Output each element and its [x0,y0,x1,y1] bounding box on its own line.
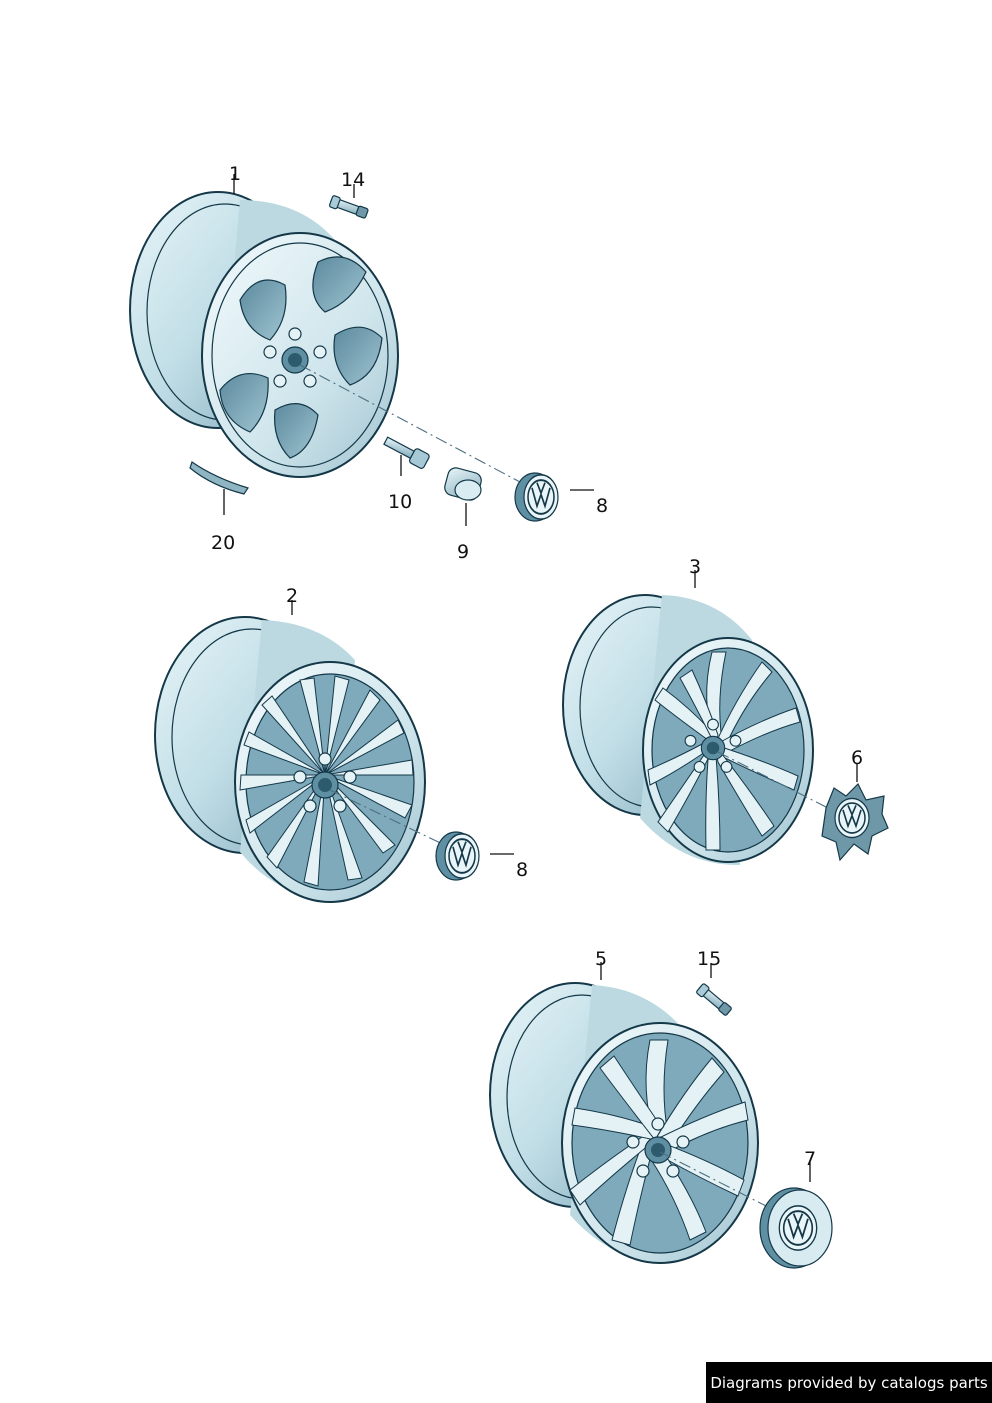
callout-5: 5 [595,948,607,970]
valve-15 [696,983,732,1016]
wheel-1 [129,191,399,478]
credit-banner: Diagrams provided by catalogs parts [706,1362,992,1403]
valve-14 [328,195,369,219]
center-cap-8-a [514,472,560,522]
wheel-3 [562,594,814,866]
callout-6: 6 [851,747,863,769]
callout-20: 20 [211,532,235,554]
center-cap-8-b [435,831,481,881]
callout-15: 15 [697,948,721,970]
callout-9: 9 [457,541,469,563]
callout-1: 1 [229,163,241,185]
wheel-5 [489,982,759,1264]
callout-8-top: 8 [596,495,608,517]
weight-20 [189,461,249,495]
callout-7: 7 [804,1148,816,1170]
callout-10: 10 [388,491,412,513]
callout-3: 3 [689,556,701,578]
wheel-2 [154,616,426,903]
leader-lines [223,174,858,1182]
bolt-10 [383,436,430,469]
callout-2: 2 [286,585,298,607]
center-cap-6 [821,782,889,862]
cap-9 [444,467,482,501]
center-cap-7 [759,1187,833,1269]
callout-8-middle: 8 [516,859,528,881]
callout-14: 14 [341,169,365,191]
